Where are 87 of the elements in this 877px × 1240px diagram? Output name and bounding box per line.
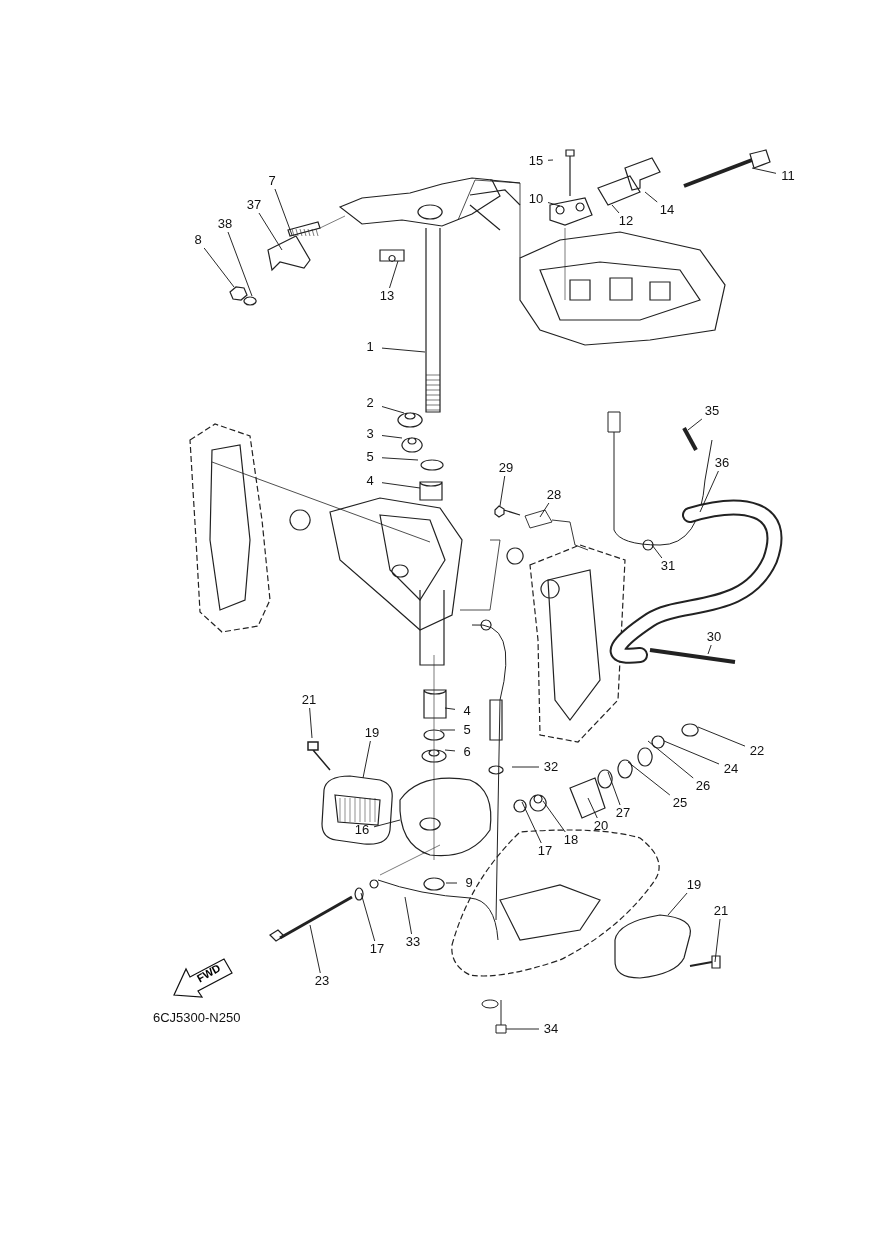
leader-line: [309, 924, 321, 974]
leader-line: [547, 159, 554, 161]
callout-number: 11: [776, 168, 800, 184]
callout-number: 23: [310, 973, 334, 989]
callout-number: 34: [539, 1021, 563, 1037]
leader-line: [203, 247, 235, 288]
leader-line: [381, 435, 403, 439]
leader-line: [714, 918, 721, 963]
callout-number: 5: [358, 449, 382, 465]
callout-number: 26: [691, 778, 715, 794]
leader-line: [381, 482, 421, 489]
callout-number: 10: [524, 191, 548, 207]
callout-number: 36: [710, 455, 734, 471]
leader-line: [381, 406, 405, 414]
callout-number: 33: [401, 934, 425, 950]
callout-number: 27: [611, 805, 635, 821]
leader-line: [611, 204, 620, 214]
callout-number: 9: [457, 875, 481, 891]
callout-number: 38: [213, 216, 237, 232]
callout-number: 3: [358, 426, 382, 442]
callout-number: 21: [297, 692, 321, 708]
callout-number: 17: [365, 941, 389, 957]
callout-number: 35: [700, 403, 724, 419]
callout-number: 21: [709, 903, 733, 919]
leader-line: [373, 819, 401, 828]
leader-line: [687, 418, 703, 431]
callout-number: 5: [455, 722, 479, 738]
leader-line: [539, 502, 550, 518]
callout-number: 19: [682, 877, 706, 893]
leader-line: [751, 167, 777, 174]
leader-line: [274, 188, 293, 236]
callout-number: 19: [360, 725, 384, 741]
leader-line: [627, 761, 671, 796]
callout-number: 4: [358, 473, 382, 489]
callout-number: 31: [656, 558, 680, 574]
callout-number: 12: [614, 213, 638, 229]
callout-number: 25: [668, 795, 692, 811]
leader-line: [647, 740, 694, 779]
callout-number: 15: [524, 153, 548, 169]
leader-line: [404, 896, 413, 935]
leader-line: [227, 231, 253, 297]
callout-number: 16: [350, 822, 374, 838]
callout-number: 1: [358, 339, 382, 355]
leader-line: [505, 1028, 540, 1030]
callout-number: 24: [719, 761, 743, 777]
callout-number: 28: [542, 487, 566, 503]
leader-line: [309, 707, 313, 739]
leader-line: [499, 475, 506, 507]
leader-line: [699, 470, 719, 513]
callout-number: 32: [539, 759, 563, 775]
leader-line: [667, 892, 688, 916]
callout-number: 22: [745, 743, 769, 759]
leader-line: [258, 212, 283, 251]
leader-line: [381, 347, 426, 353]
leader-line: [651, 544, 663, 559]
callout-number: 6: [455, 744, 479, 760]
callout-number: 37: [242, 197, 266, 213]
leader-line: [644, 191, 658, 203]
callout-number: 17: [533, 843, 557, 859]
leader-line: [547, 202, 561, 207]
leader-line: [707, 644, 712, 655]
leader-line: [542, 800, 566, 833]
leader-line: [381, 457, 419, 461]
callout-number: 2: [358, 395, 382, 411]
callout-number: 18: [559, 832, 583, 848]
leader-line: [511, 766, 540, 768]
leader-line: [521, 801, 542, 844]
leader-line: [389, 260, 399, 289]
callout-number: 30: [702, 629, 726, 645]
leader-line: [362, 740, 371, 779]
callout-number: 13: [375, 288, 399, 304]
callout-number: 14: [655, 202, 679, 218]
leader-line: [587, 797, 598, 819]
callout-number: 7: [260, 173, 284, 189]
callout-number: 29: [494, 460, 518, 476]
diagram-code: 6CJ5300-N250: [153, 1010, 241, 1025]
callout-number: 20: [589, 818, 613, 834]
leader-line: [663, 740, 720, 765]
leader-line: [607, 771, 621, 806]
leader-line: [445, 882, 458, 884]
leader-line: [360, 892, 376, 942]
callout-number: 8: [186, 232, 210, 248]
leader-line: [444, 749, 456, 752]
leader-line: [444, 707, 456, 710]
leader-line: [439, 729, 456, 731]
leader-line: [697, 726, 746, 747]
callout-number: 4: [455, 703, 479, 719]
